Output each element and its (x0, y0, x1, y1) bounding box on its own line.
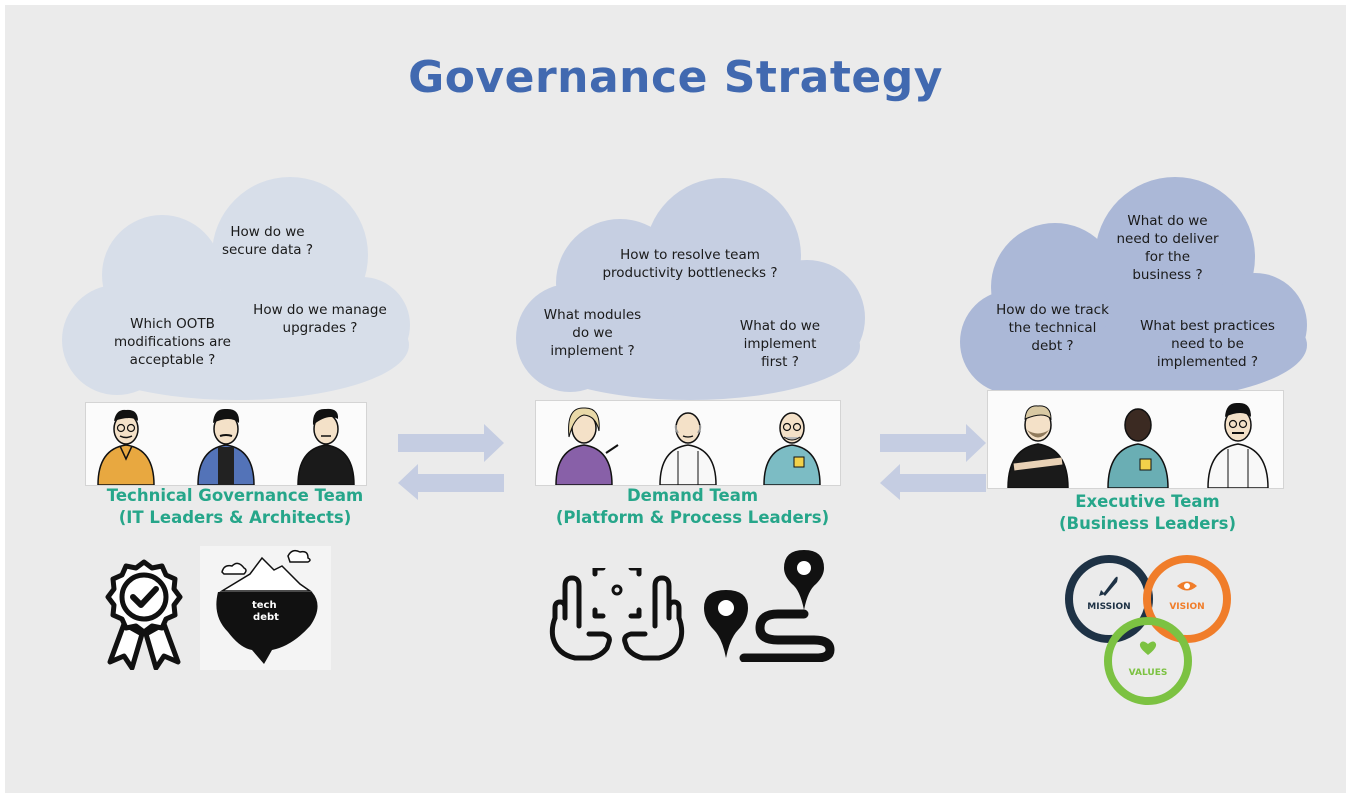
person-avatar (97, 409, 155, 485)
award-badge-icon (105, 559, 183, 670)
question-track-tech-debt: How do we track the technical debt ? (996, 302, 1109, 354)
question-manage-upgrades: How do we manage upgrades ? (253, 302, 387, 336)
question-best-practices: What best practices need to be implement… (1140, 318, 1275, 370)
focus-hands-icon (549, 568, 685, 661)
question-productivity-bottlenecks: How to resolve team productivity bottlen… (602, 247, 778, 281)
arrow-right-icon (880, 424, 986, 462)
team-members-technical (85, 402, 367, 486)
person-avatar (1207, 402, 1269, 488)
iceberg-icon: tech debt (200, 546, 331, 670)
mission-label: MISSION (1087, 602, 1130, 612)
team-label-technical: Technical Governance Team (IT Leaders & … (90, 485, 380, 529)
route-map-icon (704, 550, 835, 662)
person-avatar (297, 408, 355, 485)
person-avatar (659, 412, 717, 485)
person-avatar (763, 412, 821, 485)
person-avatar (197, 408, 255, 485)
mission-vision-values-icon: MISSION VISION VALUES (1065, 555, 1231, 705)
team-name: Executive Team (1075, 492, 1220, 511)
person-avatar (555, 407, 619, 485)
page-title: Governance Strategy (408, 52, 943, 103)
team-subtitle: (Business Leaders) (1058, 514, 1236, 533)
eye-icon (1177, 581, 1197, 591)
question-deliver-business: What do we need to deliver for the busin… (1116, 213, 1219, 283)
question-secure-data: How do we secure data ? (221, 224, 314, 258)
cloud-demand (516, 178, 865, 400)
vision-label: VISION (1169, 602, 1204, 612)
question-ootb-modifications: Which OOTB modifications are acceptable … (114, 316, 231, 368)
team-label-executive: Executive Team (Business Leaders) (1030, 491, 1265, 535)
team-name: Demand Team (626, 486, 759, 505)
team-members-executive (987, 390, 1284, 489)
heart-icon (1139, 641, 1157, 655)
team-members-demand (535, 400, 841, 486)
arrow-left-icon (880, 464, 986, 500)
person-avatar (1107, 408, 1169, 488)
bidirectional-arrows-2 (880, 424, 986, 500)
cloud-executive (960, 177, 1307, 401)
team-subtitle: (IT Leaders & Architects) (118, 508, 352, 527)
bidirectional-arrows-1 (398, 424, 504, 500)
iceberg-label: tech debt (252, 600, 280, 623)
arrow-left-icon (398, 464, 504, 500)
cloud-technical (62, 177, 410, 400)
values-label: VALUES (1129, 668, 1168, 678)
person-avatar (1007, 405, 1069, 488)
rocket-icon (1099, 576, 1118, 596)
arrow-right-icon (398, 424, 504, 462)
question-implement-first: What do we implement first ? (739, 318, 821, 370)
team-label-demand: Demand Team (Platform & Process Leaders) (545, 485, 840, 529)
team-subtitle: (Platform & Process Leaders) (555, 508, 830, 527)
question-what-modules: What modules do we implement ? (543, 307, 642, 359)
team-name: Technical Governance Team (106, 486, 364, 505)
